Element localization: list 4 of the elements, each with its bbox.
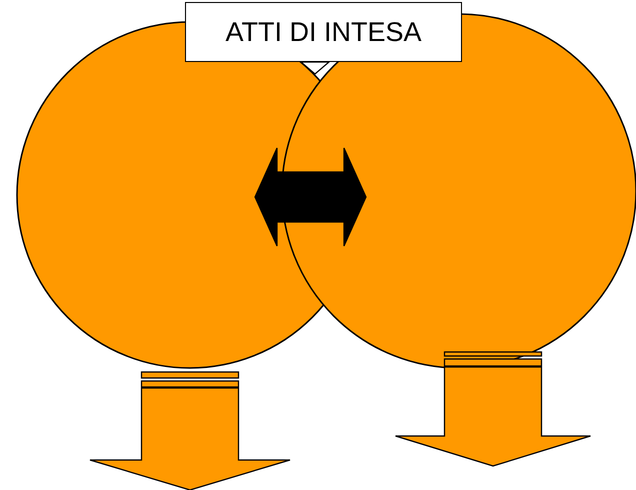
title-text: ATTI DI INTESA [225, 16, 422, 48]
double-arrow [254, 147, 367, 247]
block-arrow [89, 371, 291, 490]
block-arrow [394, 351, 592, 467]
